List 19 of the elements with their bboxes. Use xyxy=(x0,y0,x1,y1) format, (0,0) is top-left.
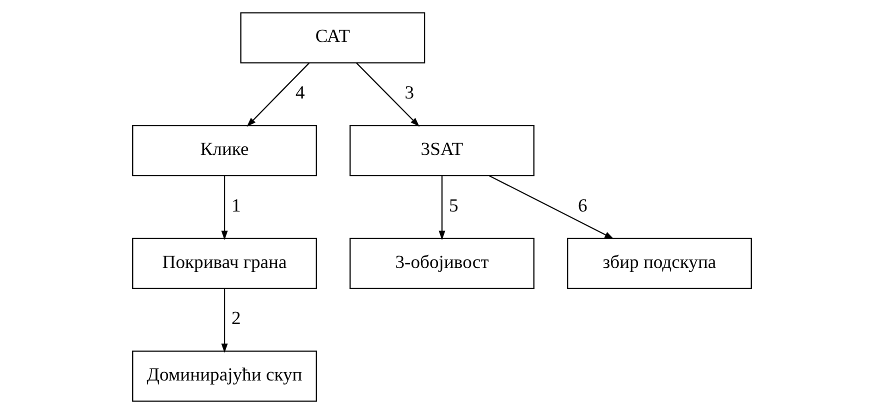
arrow xyxy=(356,62,420,127)
node-box: 3SAT xyxy=(349,125,534,176)
node-box: САТ xyxy=(240,12,425,64)
edge-label: 2 xyxy=(230,308,240,330)
arrow xyxy=(488,175,614,240)
node-box: 3-обојивост xyxy=(349,238,534,289)
node-box: збир подскупа xyxy=(566,238,752,289)
edge-label: 4 xyxy=(294,82,304,104)
edge-label: 5 xyxy=(448,195,458,216)
edge-label: 3 xyxy=(404,82,414,104)
edge-label: 6 xyxy=(578,195,587,216)
node-box: Покривач грана xyxy=(132,238,316,289)
arrow xyxy=(438,176,445,240)
edge-label: 1 xyxy=(230,195,240,216)
arrow xyxy=(220,176,228,240)
arrow xyxy=(220,288,228,353)
node-box: Клике xyxy=(132,125,316,176)
node-box: Доминирајући скуп xyxy=(132,350,316,402)
arrow xyxy=(246,62,310,127)
